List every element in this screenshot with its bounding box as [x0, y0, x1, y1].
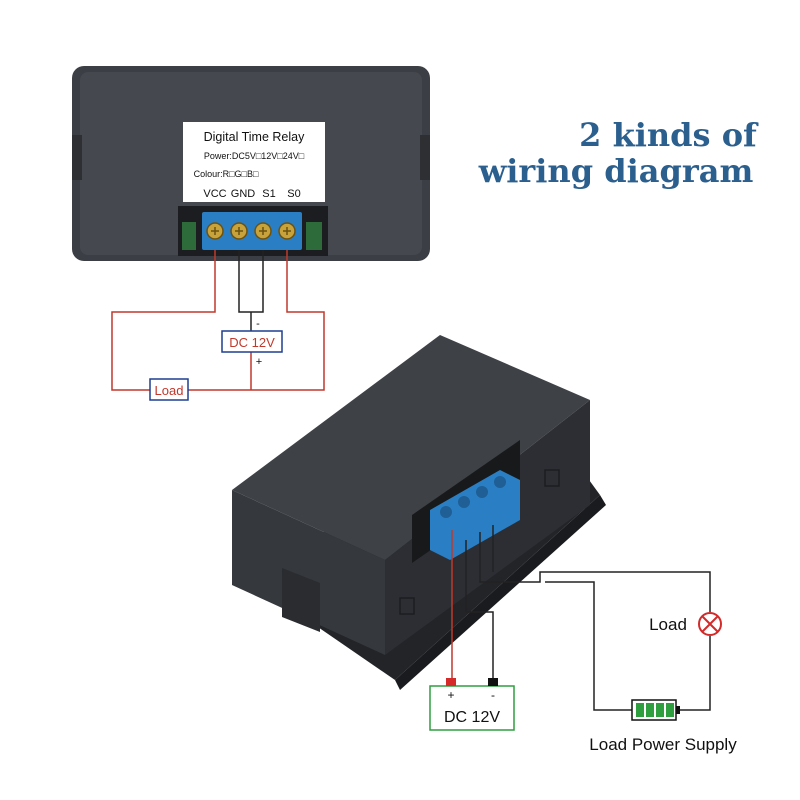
top-dc-supply: DC 12V - +	[221, 318, 283, 368]
lamp-icon	[698, 612, 722, 636]
bottom-screw-4-icon	[494, 476, 506, 488]
terminal-label-s1: S1	[262, 188, 275, 200]
positive-terminal-icon	[446, 678, 456, 686]
top-dc-minus: -	[256, 318, 260, 330]
bottom-dc-supply-label: DC 12V	[444, 709, 500, 726]
negative-terminal-icon	[488, 678, 498, 686]
label-card	[183, 122, 325, 202]
top-dc-supply-label: DC 12V	[229, 335, 275, 350]
bottom-screw-1-icon	[440, 506, 452, 518]
bottom-relay-device	[232, 335, 606, 690]
bottom-load-label: Load	[649, 615, 687, 634]
terminal-label-vcc: VCC	[203, 188, 226, 200]
load-power-supply: Load Power Supply	[589, 699, 737, 754]
label-card-power: Power:DC5V□12V□24V□	[204, 151, 305, 161]
bottom-screw-3-icon	[476, 486, 488, 498]
battery-icon	[631, 699, 680, 721]
heading-line-1: 2 kinds of	[579, 116, 759, 154]
bottom-load: Load	[649, 612, 722, 636]
top-load-label: Load	[155, 383, 184, 398]
heading-line-2: wiring diagram	[478, 152, 754, 190]
top-load: Load	[149, 378, 189, 401]
bottom-dc-supply: + - DC 12V	[429, 678, 515, 731]
top-dc-plus: +	[256, 356, 262, 368]
terminal-block	[202, 212, 302, 250]
top-relay-device: Digital Time Relay Power:DC5V□12V□24V□ C…	[72, 66, 430, 261]
bottom-dc-plus: +	[447, 688, 454, 702]
bottom-dc-minus: -	[491, 688, 495, 702]
label-card-colour: Colour:R□G□B□	[194, 169, 259, 179]
load-power-supply-label: Load Power Supply	[589, 735, 737, 754]
top-wiring	[111, 250, 325, 391]
terminal-label-gnd: GND	[231, 188, 256, 200]
label-card-title: Digital Time Relay	[204, 130, 305, 144]
terminal-label-s0: S0	[287, 188, 300, 200]
bottom-wiring	[451, 525, 711, 711]
bottom-screw-2-icon	[458, 496, 470, 508]
